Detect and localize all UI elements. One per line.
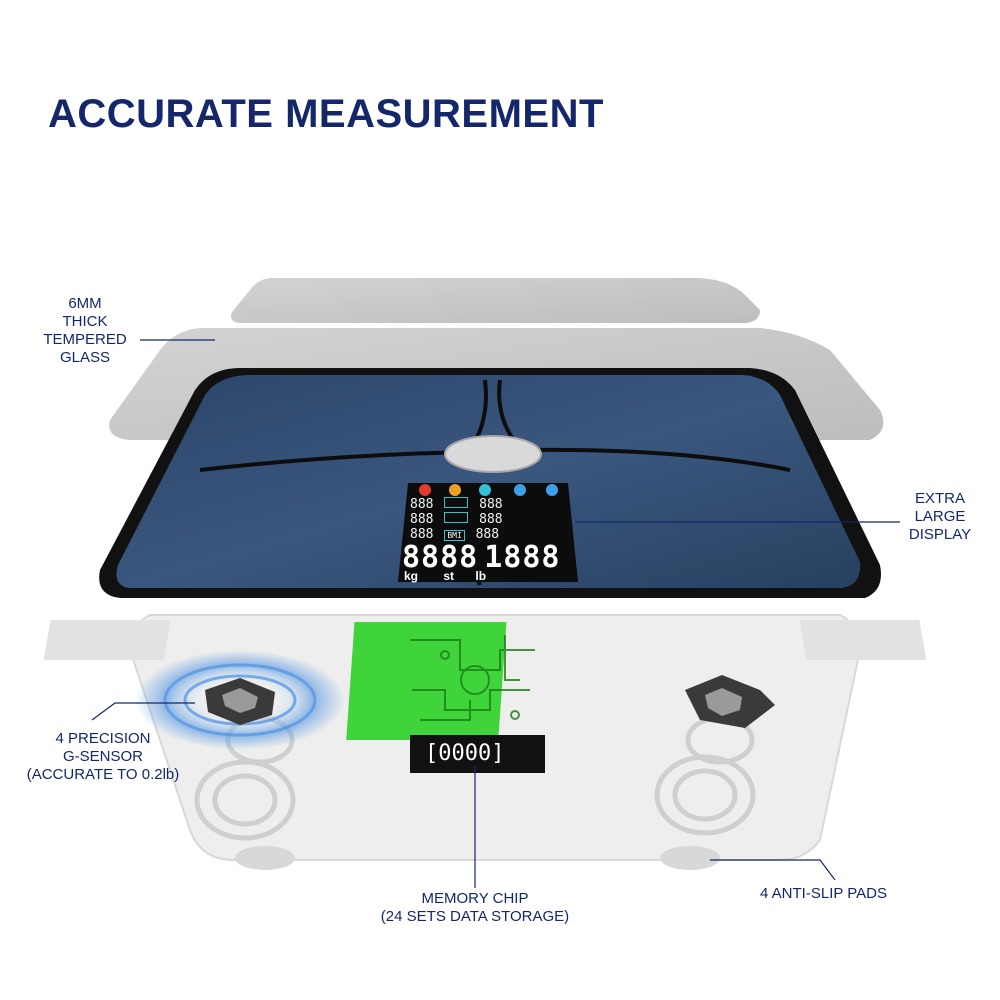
callout-line: (24 SETS DATA STORAGE) [380, 908, 570, 925]
small-lcd-module [410, 735, 545, 773]
unit-kg: kg [404, 569, 419, 583]
main-weight-digits: 8888 [402, 540, 479, 575]
glass-layer-top [231, 278, 760, 323]
callout-line: TEMPERED [43, 331, 127, 348]
bmi-label: BMI [444, 530, 465, 541]
callout-line: 4 PRECISION [55, 730, 151, 747]
callout-large-display: EXTRA LARGE DISPLAY [895, 490, 985, 544]
readout-row-2b: 888 [479, 512, 503, 527]
callout-line: LARGE [914, 508, 966, 525]
callout-line: 6MM [68, 295, 102, 312]
led-display-panel [398, 483, 578, 582]
secondary-digits: 1888 [484, 540, 561, 575]
readout-row-3b: 888 [475, 527, 500, 542]
callout-line: EXTRA [914, 490, 965, 507]
anti-slip-pad-right [660, 846, 720, 870]
readout-row-1a: 888 [410, 497, 434, 512]
lcd-digits: [0000] [425, 741, 504, 766]
callout-line: THICK [62, 313, 108, 330]
callout-line: GLASS [59, 349, 111, 366]
callout-line: MEMORY CHIP [421, 890, 529, 907]
display-small-readouts: 888 888 888 888 888 BMI 888 [410, 497, 570, 543]
callout-anti-slip-pads: 4 ANTI-SLIP PADS [760, 885, 930, 903]
scale-glass-top [116, 375, 861, 588]
unit-lb: lb [475, 569, 487, 583]
display-units: kg st lb [404, 569, 486, 583]
callout-g-sensor: 4 PRECISION G-SENSOR (ACCURATE TO 0.2lb) [8, 730, 198, 784]
readout-row-3a: 888 [410, 527, 434, 542]
readout-row-1b: 888 [479, 497, 503, 512]
anti-slip-pad-left [235, 846, 295, 870]
body-metric-icons [419, 484, 558, 496]
callout-line: 4 ANTI-SLIP PADS [760, 885, 887, 902]
callout-tempered-glass: 6MM THICK TEMPERED GLASS [30, 295, 140, 367]
callout-line: (ACCURATE TO 0.2lb) [26, 766, 180, 783]
brand-badge [444, 435, 542, 473]
unit-st: st [443, 569, 455, 583]
callout-line: DISPLAY [908, 526, 972, 543]
page-title: ACCURATE MEASUREMENT [48, 92, 604, 136]
readout-row-2a: 888 [410, 512, 434, 527]
callout-memory-chip: MEMORY CHIP (24 SETS DATA STORAGE) [360, 890, 590, 926]
callout-line: G-SENSOR [62, 748, 143, 765]
